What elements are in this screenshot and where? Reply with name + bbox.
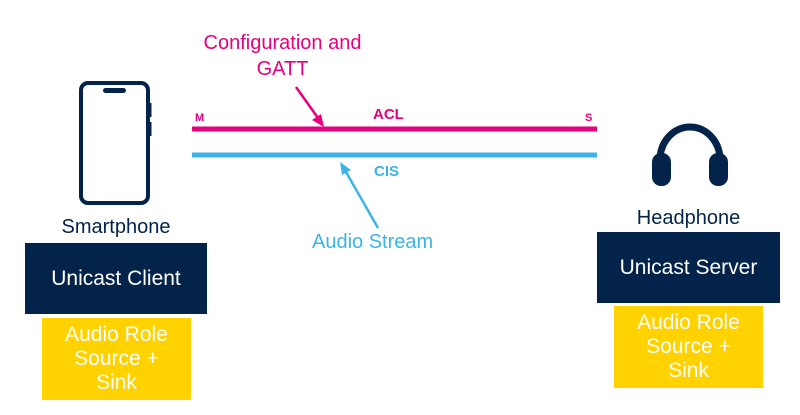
right-audio-role-box: Audio Role Source + Sink <box>614 306 763 388</box>
config-gatt-label: Configuration and GATT <box>190 30 375 82</box>
left-audio-role-line1: Audio Role <box>65 323 168 346</box>
smartphone-label: Smartphone <box>61 216 171 238</box>
unicast-client-box: Unicast Client <box>25 243 207 314</box>
unicast-server-label: Unicast Server <box>619 255 758 279</box>
slave-marker: S <box>585 112 593 124</box>
unicast-server-box: Unicast Server <box>597 232 780 303</box>
cis-label: CIS <box>374 163 400 180</box>
smartphone-icon <box>79 81 152 205</box>
right-audio-role-line1: Audio Role <box>637 311 740 334</box>
right-audio-role-line3: Sink <box>668 359 709 382</box>
left-audio-role-line2: Source + <box>74 347 159 370</box>
config-arrow <box>294 86 324 127</box>
headphone-label: Headphone <box>636 207 741 229</box>
left-audio-role-line3: Sink <box>96 371 137 394</box>
right-audio-role-line2: Source + <box>646 335 731 358</box>
master-marker: M <box>195 112 205 124</box>
headphones-icon <box>652 123 728 186</box>
config-gatt-line1: Configuration and <box>203 32 362 54</box>
unicast-client-label: Unicast Client <box>51 266 181 290</box>
config-gatt-line2: GATT <box>256 58 309 80</box>
audio-stream-label: Audio Stream <box>312 231 434 253</box>
acl-label: ACL <box>373 106 404 123</box>
left-audio-role-box: Audio Role Source + Sink <box>42 318 191 400</box>
audio-stream-arrow <box>340 162 380 229</box>
